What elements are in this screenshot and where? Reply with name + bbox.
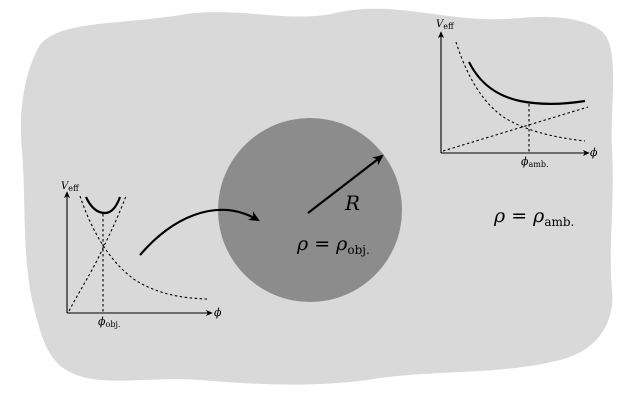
- right-y-main: V: [436, 19, 445, 30]
- left-potential-plot: Veff ϕ ϕobj.: [61, 181, 222, 329]
- object-density-label: ρ = ρobj.: [296, 233, 370, 257]
- right-marker-label: ϕamb.: [521, 155, 549, 169]
- left-x-label: ϕ: [214, 306, 222, 319]
- right-marker-main: ϕ: [521, 155, 529, 168]
- right-potential-plot: Veff ϕ ϕamb.: [436, 19, 598, 169]
- left-veff-curve: [85, 196, 122, 215]
- left-dashed-decay: [79, 195, 208, 300]
- right-y-sub: eff: [443, 22, 455, 31]
- left-y-sub: eff: [68, 184, 80, 193]
- right-dashed-decay: [455, 41, 586, 142]
- radius-label: R: [344, 191, 360, 215]
- left-y-label: Veff: [61, 181, 80, 193]
- left-dashed-rise: [68, 195, 127, 312]
- left-marker-sub: obj.: [106, 320, 121, 329]
- radius-arrow: [307, 154, 384, 214]
- ambient-density-label: ρ = ρamb.: [493, 205, 574, 229]
- ambient-density-main: ρ = ρ: [493, 205, 545, 227]
- object-disk: [218, 118, 402, 302]
- right-x-label: ϕ: [590, 146, 598, 159]
- right-dashed-rise: [442, 106, 589, 152]
- object-density-main: ρ = ρ: [296, 233, 348, 255]
- object-density-sub: obj.: [347, 243, 369, 257]
- left-y-main: V: [61, 181, 70, 192]
- ambient-density-sub: amb.: [544, 215, 574, 229]
- left-marker-label: ϕobj.: [98, 315, 120, 329]
- right-marker-sub: amb.: [529, 160, 549, 169]
- left-marker-main: ϕ: [98, 315, 106, 328]
- right-y-label: Veff: [436, 19, 455, 31]
- right-veff-curve: [468, 61, 586, 106]
- transition-arrow: [139, 208, 260, 256]
